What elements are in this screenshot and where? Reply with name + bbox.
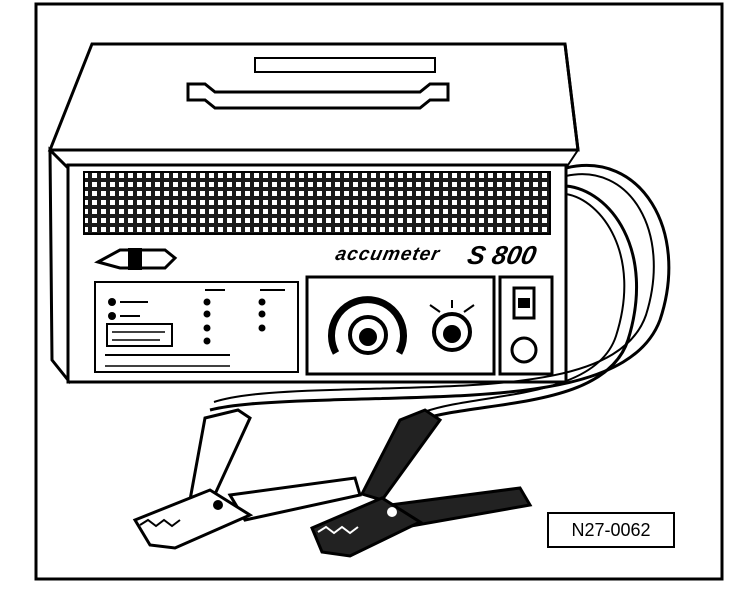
power-switch-rocker [518,298,530,308]
ventilation-grille [83,171,551,235]
clamp-left-pivot [213,500,223,510]
case-edge-right [565,149,579,169]
mode-knob-center [443,325,461,343]
indicator-led [203,310,211,318]
indicator-led [108,312,116,320]
clamp-right-handle-top [359,408,443,502]
figure-reference-code: N27-0062 [547,512,675,548]
current-scale-arc [328,296,407,355]
negative-cable-inner [423,193,626,413]
clamp-right-jaw-teeth [317,525,359,535]
device-brand-text: accumeter [333,244,443,265]
clamp-left-jaw-teeth [139,518,181,528]
indicator-led [203,337,211,345]
handle-plate [254,57,436,73]
charger-side-face [48,146,70,385]
indicator-led [258,298,266,306]
device-model-text: S 800 [464,240,540,270]
indicator-led [258,324,266,332]
indicator-led [108,298,116,306]
indicator-led [203,298,211,306]
case-edge [563,43,580,151]
knob-tick [429,304,441,313]
knob-tick [463,304,475,313]
display-box [106,323,173,347]
figure-frame [34,2,724,581]
indicator-led [258,310,266,318]
clamp-right-pivot [387,507,397,517]
positive-cable [209,164,671,412]
negative-cable [419,184,639,422]
positive-cable-inner [213,173,655,403]
brand-logo-mark [128,248,142,270]
indicator-led [203,324,211,332]
clamp-left-handle-top [188,408,252,507]
current-knob-center [359,328,377,346]
power-indicator-lamp [510,336,538,364]
carry-handle [186,82,450,110]
